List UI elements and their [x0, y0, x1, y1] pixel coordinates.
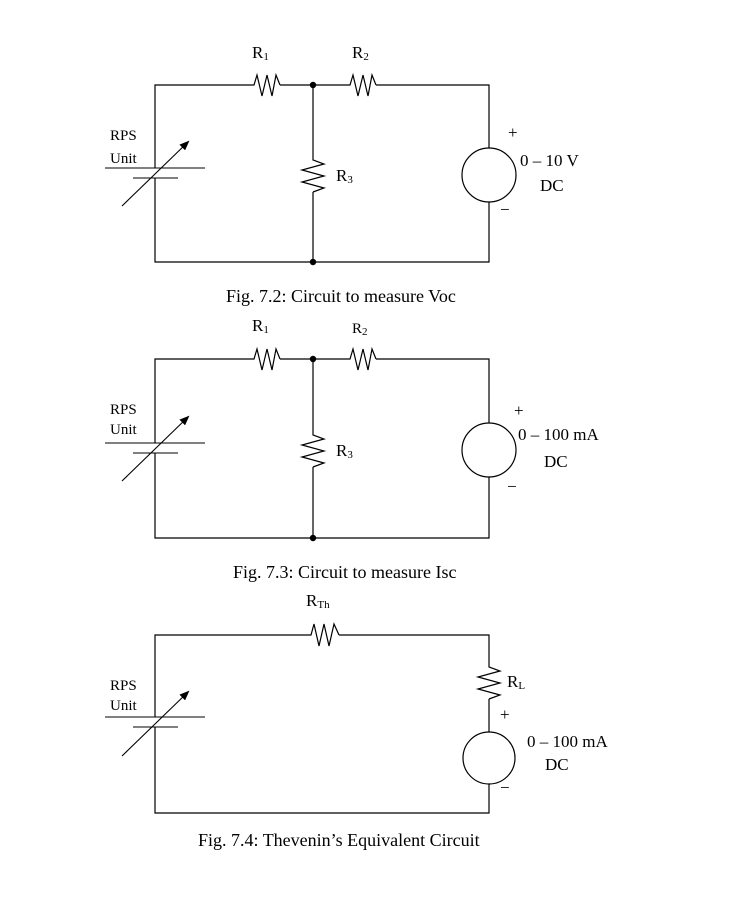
- fig-7-2-minus-sign: −: [500, 200, 510, 219]
- fig-7-4-meter: [462, 731, 516, 785]
- fig-7-2-label-r1: R1: [252, 43, 269, 63]
- fig-7-2-variable-dc-source: [105, 140, 205, 207]
- fig-7-3-resistor-r1: [250, 346, 281, 371]
- fig-7-2-resistor-r2: [346, 72, 377, 97]
- fig-7-2-rps-label: RPS: [110, 128, 137, 144]
- fig-7-4-caption: Fig. 7.4: Thevenin’s Equivalent Circuit: [198, 830, 480, 850]
- fig-7-4-minus-sign: −: [500, 778, 510, 797]
- fig-7-3-node-bottom: [309, 534, 317, 542]
- fig-7-4-resistor-rth: [307, 622, 340, 647]
- fig-7-4-meter-type: DC: [545, 755, 569, 774]
- fig-7-4-label-rth: RTh: [306, 591, 330, 611]
- fig-7-2-label-r3: R3: [336, 166, 353, 186]
- fig-7-4-plus-sign: +: [500, 705, 510, 724]
- fig-7-3-wires: [154, 358, 490, 539]
- fig-7-4-resistor-rl: [475, 663, 503, 700]
- fig-7-2-node-bottom: [309, 258, 317, 266]
- fig-7-3-rps-label: RPS: [110, 402, 137, 418]
- fig-7-4-rps-label: RPS: [110, 678, 137, 694]
- fig-7-2-caption: Fig. 7.2: Circuit to measure Voc: [226, 286, 456, 306]
- fig-7-2-wires: [154, 84, 490, 263]
- fig-7-3-resistor-r2: [346, 346, 377, 371]
- fig-7-3-label-r3: R3: [336, 441, 353, 461]
- fig-7-2-node-top: [309, 81, 317, 89]
- fig-7-2-meter-type: DC: [540, 176, 564, 195]
- fig-7-3-minus-sign: −: [507, 477, 517, 496]
- fig-7-4-label-rl: RL: [507, 672, 525, 692]
- fig-7-2-resistor-r1: [250, 72, 281, 97]
- fig-7-2-circuit: R1 R2 R3 RPS Unit + − 0 – 10 V DC Fig. 7…: [105, 43, 579, 306]
- fig-7-4-wires: [154, 634, 490, 814]
- fig-7-3-meter-type: DC: [544, 452, 568, 471]
- fig-7-4-unit-label: Unit: [110, 698, 138, 714]
- fig-7-4-variable-dc-source: [105, 690, 205, 757]
- fig-7-3-meter: [461, 422, 517, 478]
- fig-7-3-label-r1: R1: [252, 316, 269, 336]
- fig-7-3-variable-dc-source: [105, 415, 205, 482]
- fig-7-3-caption: Fig. 7.3: Circuit to measure Isc: [233, 562, 456, 582]
- fig-7-3-unit-label: Unit: [110, 422, 138, 438]
- fig-7-3-label-r2: R2: [352, 321, 368, 338]
- fig-7-4-meter-range: 0 – 100 mA: [527, 732, 608, 751]
- fig-7-3-node-top: [309, 355, 317, 363]
- fig-7-3-plus-sign: +: [514, 401, 524, 420]
- fig-7-2-unit-label: Unit: [110, 151, 138, 167]
- fig-7-3-resistor-r3: [299, 431, 327, 468]
- fig-7-2-plus-sign: +: [508, 123, 518, 142]
- fig-7-3-meter-range: 0 – 100 mA: [518, 425, 599, 444]
- fig-7-2-meter-range: 0 – 10 V: [520, 151, 579, 170]
- fig-7-4-circuit: RTh RL RPS Unit + − 0 – 100 mA DC Fig. 7…: [105, 591, 608, 850]
- fig-7-3-circuit: R1 R2 R3 RPS Unit + − 0 – 100 mA DC Fig.…: [105, 316, 599, 582]
- fig-7-2-label-r2: R2: [352, 43, 369, 63]
- fig-7-2-meter: [461, 147, 517, 203]
- fig-7-2-resistor-r3: [299, 156, 327, 193]
